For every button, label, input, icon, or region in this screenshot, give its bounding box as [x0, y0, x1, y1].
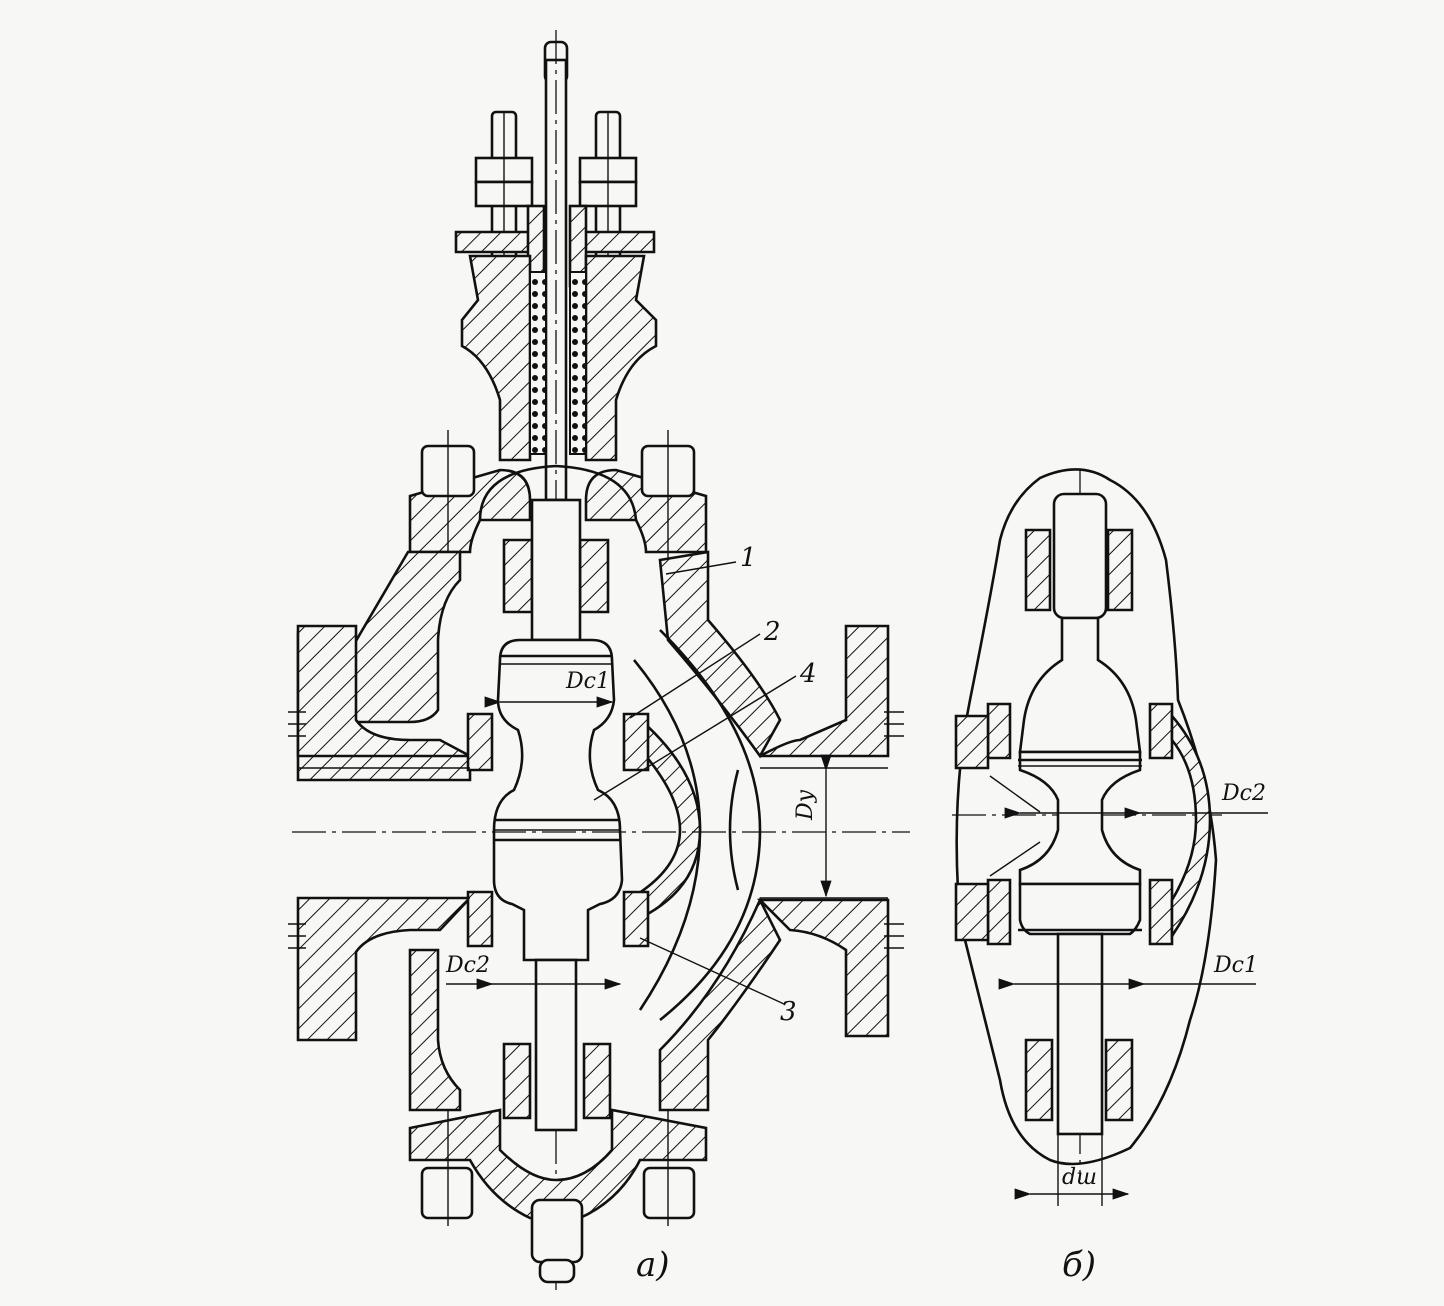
body-left-flange-top: [296, 624, 471, 758]
lower-stem: [534, 958, 578, 1132]
b-body-right: [1170, 712, 1212, 941]
callout-1: 1: [740, 543, 757, 573]
bonnet: [460, 254, 658, 462]
callout-3: 3: [780, 997, 797, 1027]
bonnet-bolts: [420, 430, 696, 560]
b-plug: [1018, 616, 1142, 754]
figure-b-plug-detail: Dc2 Dc1 dш б): [952, 468, 1268, 1285]
lower-guide-bushing: [502, 1042, 612, 1120]
bottom-plug-cap: [538, 1258, 576, 1284]
callout-2: 2: [763, 617, 781, 647]
bonnet-dome: [478, 464, 638, 521]
packing-right: [569, 271, 587, 455]
body-left-flange-bottom: [296, 896, 474, 1042]
dc1-label: Dc1: [565, 669, 610, 694]
bottom-plug: [530, 1198, 584, 1264]
b-dc2-label: Dc2: [1221, 781, 1266, 806]
body-right-flange-bottom: [756, 898, 890, 1038]
partition-arc-outer: [659, 629, 762, 1022]
detail-boundary: [955, 468, 1218, 1166]
b-lower-bushing: [1024, 1038, 1134, 1122]
packing-left: [529, 271, 547, 455]
b-lower-stem: [1056, 932, 1104, 1136]
bottom-cover: [408, 1108, 708, 1220]
b-dsh-label: dш: [1062, 1165, 1097, 1190]
outlet-arc: [728, 769, 740, 891]
b-body-left: [954, 714, 990, 942]
seat-upper: [466, 712, 650, 772]
bonnet-flange: [408, 468, 708, 554]
body-right-wall: [658, 550, 782, 759]
figure-a-valve-section: Dy Dc1 Dc2 1 2 4 3 а): [288, 30, 910, 1290]
b-upper-bushing: [1024, 528, 1134, 612]
b-plug-neck: [1018, 750, 1142, 886]
caption-a: а): [636, 1245, 670, 1285]
upper-guide-stem: [530, 498, 582, 642]
callout-4: 4: [799, 659, 817, 689]
bottom-bolts: [420, 1110, 696, 1226]
flange-studs-left: [288, 711, 306, 949]
caption-b: б): [1062, 1245, 1096, 1285]
b-upper-stem: [1052, 492, 1108, 620]
b-plug-lower: [1018, 882, 1142, 936]
seat-lower: [466, 890, 650, 948]
callout-leaders: [593, 561, 797, 1005]
valve-plug: [492, 638, 624, 962]
dc2-label: Dc2: [445, 953, 490, 978]
body-right-lower-wall: [658, 896, 782, 1112]
dy-label: Dy: [793, 789, 818, 821]
body-left-lower-wall: [408, 948, 462, 1112]
b-dc1-label: Dc1: [1213, 953, 1258, 978]
flange-studs-right: [884, 711, 904, 949]
